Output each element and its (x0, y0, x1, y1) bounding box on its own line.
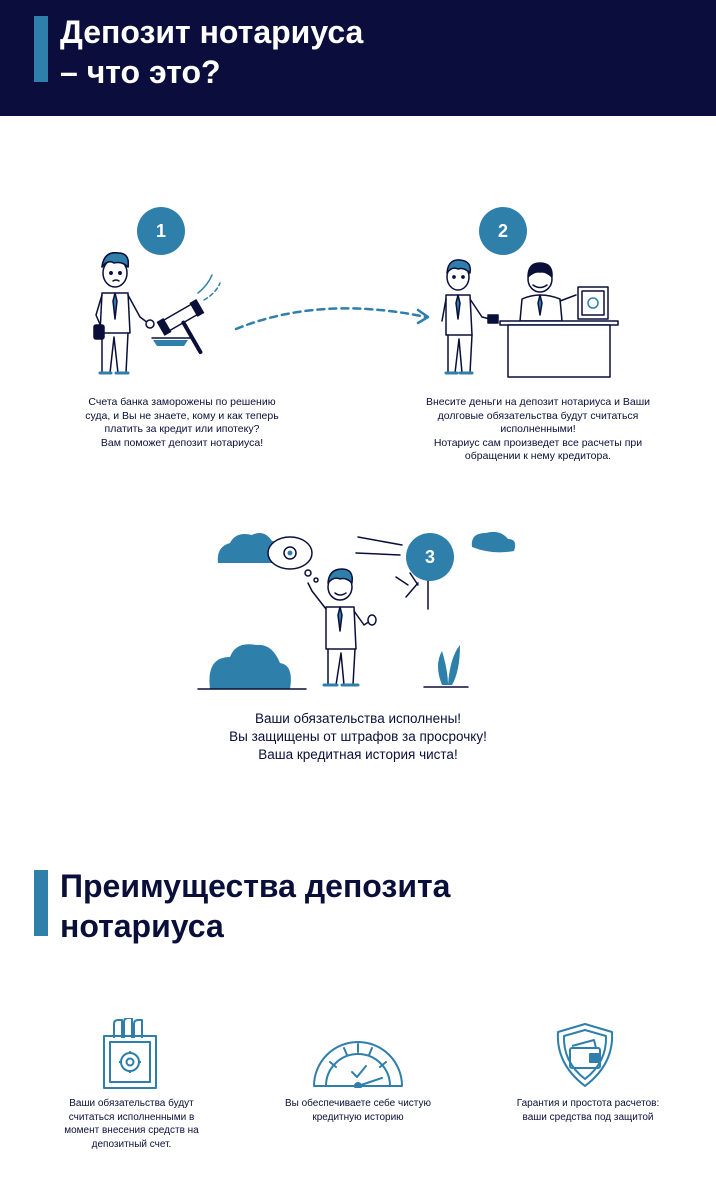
advantage-1-line: момент внесения средств на (64, 1125, 199, 1136)
dashed-arrow-connector (234, 307, 430, 331)
step-2-caption-line: исполненными! (500, 423, 576, 435)
step-2-caption-line: Внесите деньги на депозит нотариуса и Ва… (425, 396, 651, 408)
page-title: Депозит нотариуса – что это? (60, 12, 363, 92)
step-3-badge: 3 (406, 533, 454, 581)
happy-man-sunny-illustration (197, 531, 516, 690)
step-2-caption-line: обращении к нему кредитора. (464, 450, 612, 462)
step-1-caption-line: Счета банка заморожены по решению (88, 396, 276, 408)
advantage-1-line: считаться исполненными в (68, 1111, 195, 1123)
step-2-caption-line: Нотариус сам произведет все расчеты при (433, 436, 643, 449)
advantages-title-line-2: нотариуса (60, 908, 224, 944)
step-2-caption-line: долговые обязательства будут считаться (437, 409, 639, 422)
step-3-caption: Ваши обязательства исполнены! Вы защищен… (208, 710, 508, 764)
page-title-line-1: Депозит нотариуса (60, 14, 364, 50)
safe-bag-icon (103, 1018, 157, 1089)
step-1-caption: Счета банка заморожены по решению суда, … (62, 396, 302, 450)
step-2-badge: 2 (479, 207, 527, 255)
advantage-1-line: Ваши обязательства будут (69, 1098, 194, 1109)
step-1-badge: 1 (137, 207, 185, 255)
advantage-3-label: Гарантия и простота расчетов: ваши средс… (498, 1097, 678, 1124)
advantage-3-line: ваши средства под защитой (522, 1111, 654, 1123)
step-3-caption-line: Ваши обязательства исполнены! (254, 711, 462, 726)
advantage-3-line: Гарантия и простота расчетов: (516, 1098, 660, 1109)
advantage-2-line: Вы обеспечиваете себе чистую (284, 1098, 431, 1109)
step-2-caption: Внесите деньги на депозит нотариуса и Ва… (418, 396, 658, 464)
advantages-title: Преимущества депозита нотариуса (60, 866, 450, 946)
advantage-1-label: Ваши обязательства будут считаться испол… (44, 1097, 219, 1151)
step-3-caption-line: Вы защищены от штрафов за просрочку! (229, 729, 487, 744)
step-3-caption-line: Ваша кредитная история чиста! (258, 747, 458, 762)
advantages-title-line-1: Преимущества депозита (60, 868, 451, 904)
notary-desk-illustration (441, 259, 619, 378)
advantage-1-line: депозитный счет. (91, 1138, 172, 1150)
step-1-caption-line: суда, и Вы не знаете, кому и как теперь (85, 409, 279, 422)
speedometer-icon (313, 1041, 403, 1088)
header-accent-bar (34, 16, 48, 82)
header-banner: Депозит нотариуса – что это? (0, 0, 716, 116)
advantage-2-line: кредитную историю (312, 1111, 404, 1123)
advantage-2-label: Вы обеспечиваете себе чистую кредитную и… (270, 1097, 446, 1124)
step-1-caption-line: платить за кредит или ипотеку? (104, 423, 260, 435)
worried-man-gavel-illustration (93, 252, 221, 375)
page-title-line-2: – что это? (60, 54, 221, 90)
advantages-accent-bar (34, 870, 48, 936)
wallet-shield-icon (556, 1023, 614, 1087)
step-1-caption-line: Вам поможет депозит нотариуса! (100, 436, 264, 449)
